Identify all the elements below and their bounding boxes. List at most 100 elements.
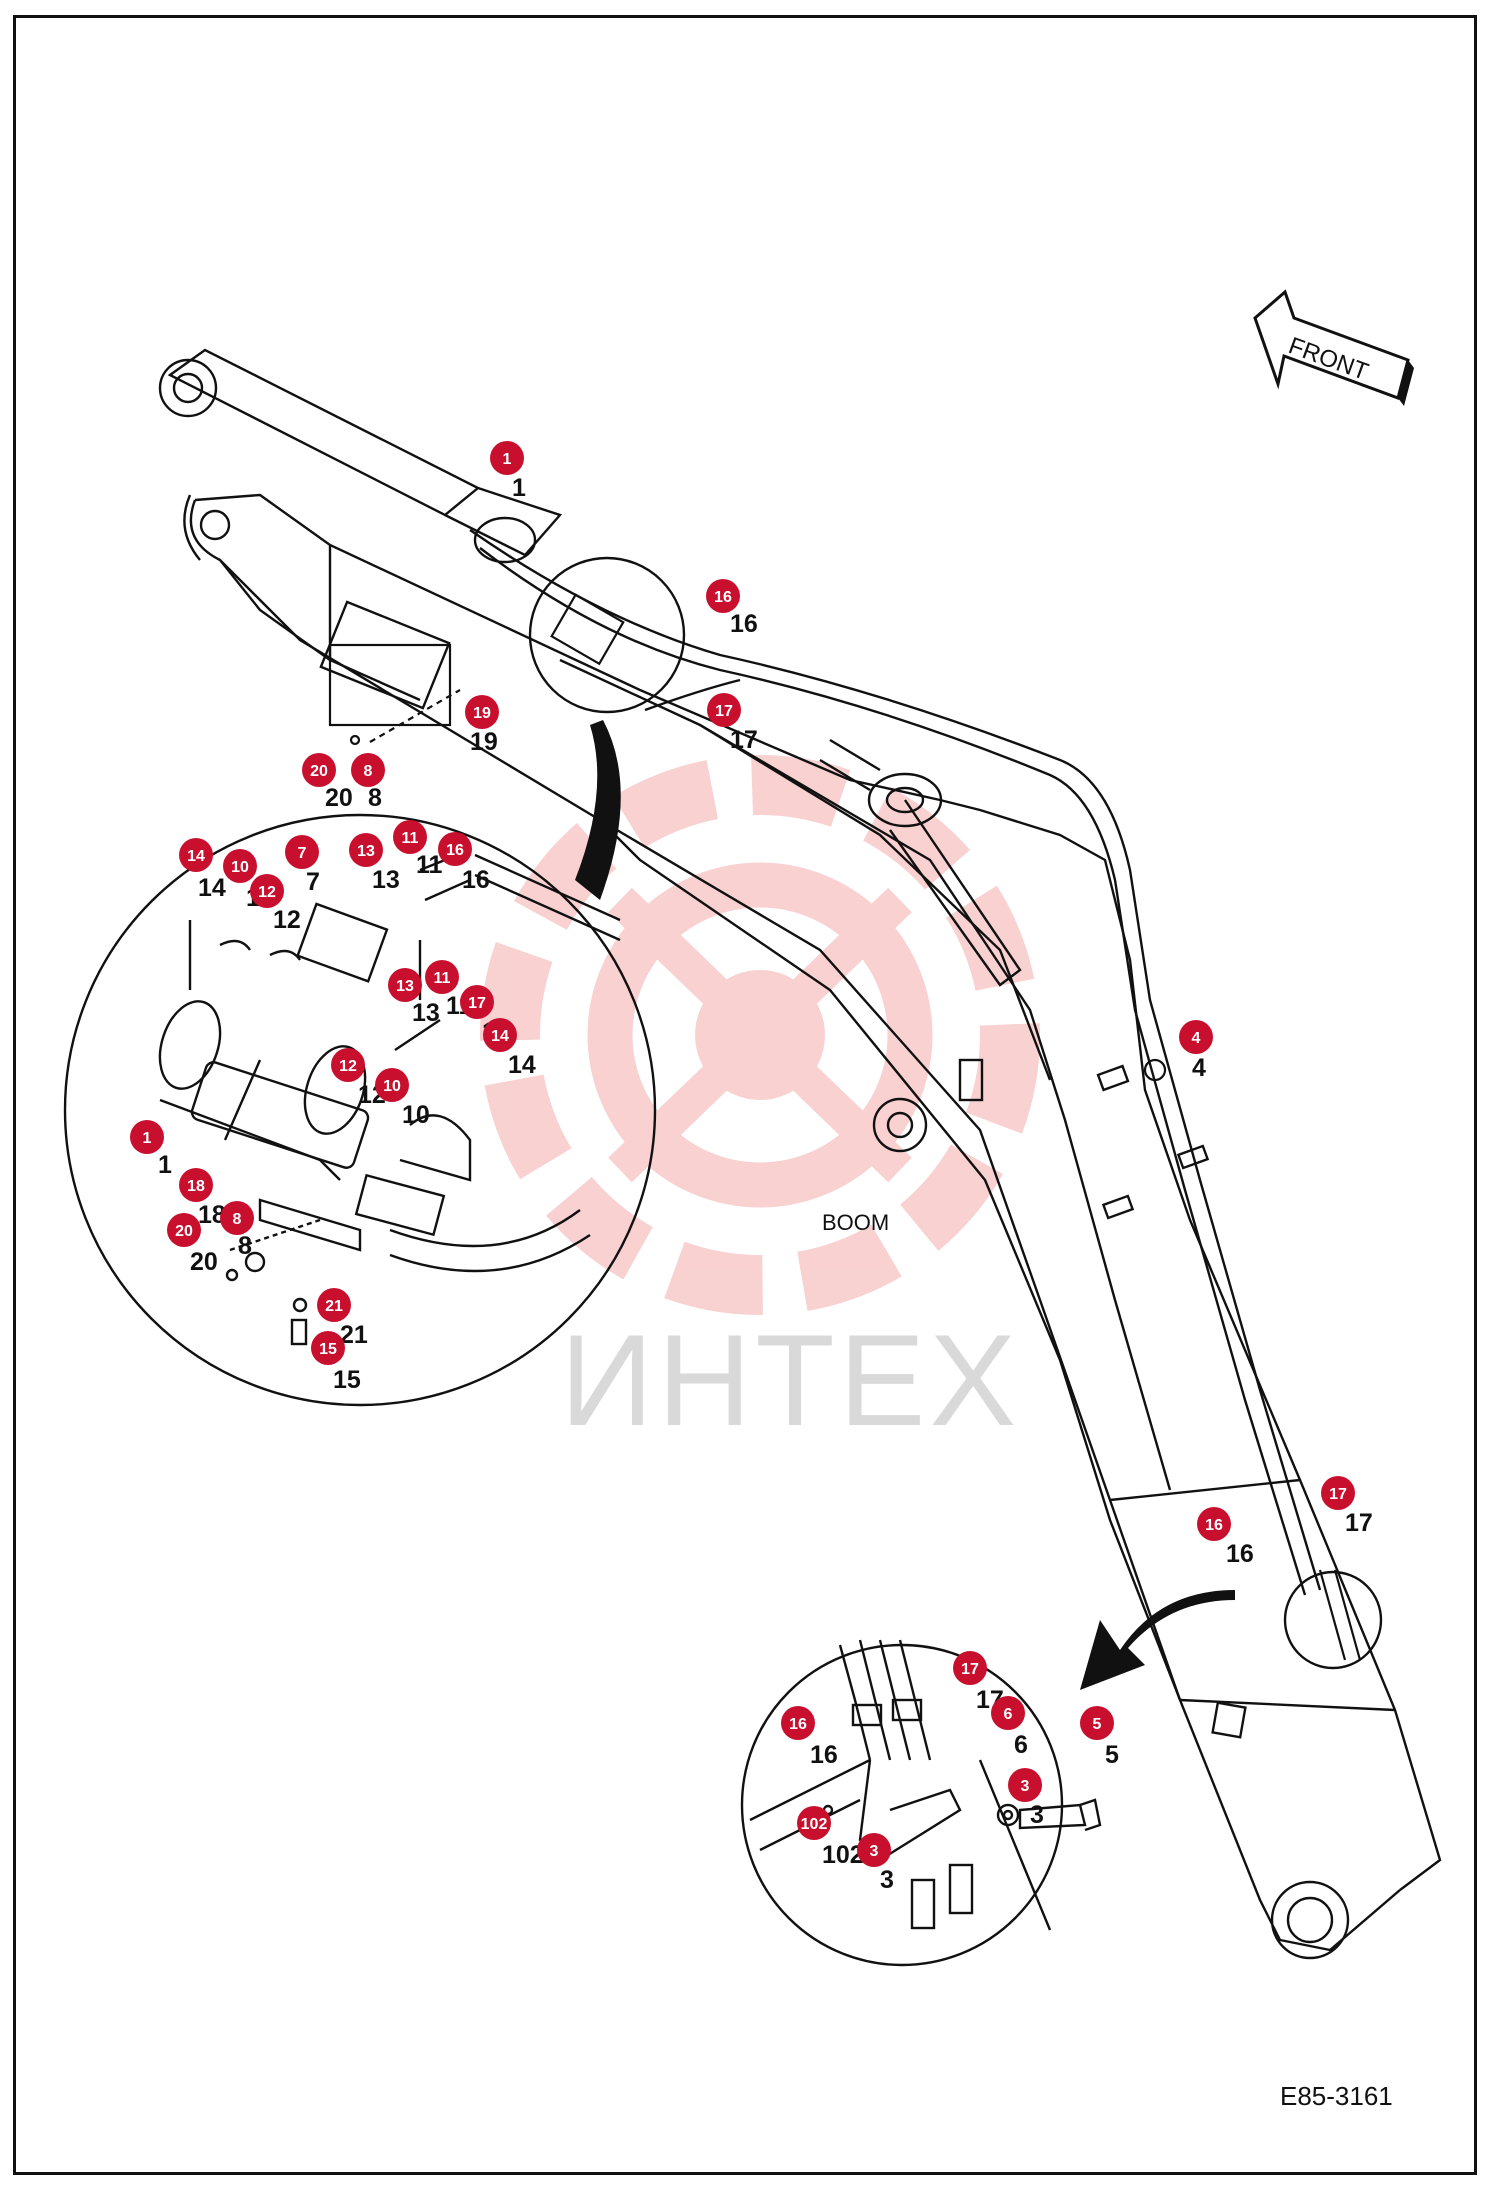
callout-badge-number: 12 xyxy=(339,1058,357,1075)
callout-label: 15 xyxy=(333,1366,361,1394)
callout-33: 33 xyxy=(1008,1768,1044,1829)
callout-badge-number: 12 xyxy=(258,884,276,901)
callout-label: 1 xyxy=(158,1151,172,1179)
callout-badge xyxy=(706,579,740,613)
callout-label: 5 xyxy=(1105,1741,1119,1769)
callout-badge xyxy=(465,695,499,729)
callout-badge xyxy=(179,838,213,872)
callout-25: 88 xyxy=(220,1201,254,1260)
callout-layer: 1116161717191920208844171716161414101012… xyxy=(130,441,1373,1894)
callout-badge xyxy=(349,833,383,867)
callout-6: 88 xyxy=(351,753,385,812)
watermark-text: ИНТЕХ xyxy=(560,1307,1020,1453)
callout-badge xyxy=(781,1706,815,1740)
detail-circle-left xyxy=(63,813,657,1407)
callout-badge-number: 7 xyxy=(298,845,307,862)
callout-badge-number: 8 xyxy=(364,763,373,780)
callout-23: 11 xyxy=(130,1120,172,1179)
callout-badge xyxy=(1197,1507,1231,1541)
callout-badge-number: 17 xyxy=(715,703,733,720)
callout-label: 20 xyxy=(190,1248,218,1276)
callout-badge xyxy=(1321,1476,1355,1510)
callout-badge-number: 17 xyxy=(961,1661,979,1678)
callout-badge-number: 17 xyxy=(1329,1486,1347,1503)
callout-1: 11 xyxy=(490,441,526,502)
callout-badge-number: 3 xyxy=(870,1843,879,1860)
callout-badge xyxy=(483,1018,517,1052)
callout-label: 3 xyxy=(880,1866,894,1894)
callout-badge-number: 1 xyxy=(503,451,512,468)
zoom-arrows xyxy=(575,720,1235,1690)
callout-badge-number: 11 xyxy=(434,970,451,987)
callout-badge xyxy=(375,1068,409,1102)
callout-7: 44 xyxy=(1179,1020,1213,1082)
front-arrow-icon: FRONT xyxy=(1253,289,1414,406)
callout-badge xyxy=(331,1048,365,1082)
callout-badge xyxy=(302,753,336,787)
callout-label: 3 xyxy=(1030,1801,1044,1829)
callout-badge-number: 16 xyxy=(789,1716,807,1733)
callout-badge xyxy=(707,693,741,727)
callout-badge xyxy=(425,960,459,994)
callout-badge xyxy=(285,835,319,869)
callout-badge xyxy=(179,1168,213,1202)
callout-badge-number: 5 xyxy=(1093,1716,1102,1733)
callout-badge-number: 18 xyxy=(187,1178,205,1195)
callout-badge-number: 10 xyxy=(383,1078,401,1095)
callout-badge-number: 15 xyxy=(319,1341,337,1358)
callout-label: 8 xyxy=(238,1232,252,1260)
callout-label: 16 xyxy=(462,866,490,894)
callout-badge xyxy=(460,985,494,1019)
callout-badge-number: 16 xyxy=(1205,1517,1223,1534)
callout-35: 33 xyxy=(857,1833,894,1894)
drawing-frame xyxy=(13,15,1477,2175)
drawing-number: E85-3161 xyxy=(1280,2081,1393,2111)
callout-label: 16 xyxy=(730,610,758,638)
callout-badge xyxy=(490,441,524,475)
callout-badge xyxy=(1179,1020,1213,1054)
callout-label: 8 xyxy=(368,784,382,812)
callout-badge xyxy=(991,1696,1025,1730)
callout-badge-number: 19 xyxy=(473,705,491,722)
callout-31: 66 xyxy=(991,1696,1028,1759)
callout-badge xyxy=(220,1201,254,1235)
callout-badge-number: 6 xyxy=(1004,1706,1013,1723)
callout-badge xyxy=(317,1288,351,1322)
callout-badge xyxy=(393,820,427,854)
callout-label: 4 xyxy=(1192,1054,1206,1082)
boom-label: BOOM xyxy=(822,1210,889,1235)
callout-label: 1 xyxy=(512,474,526,502)
callout-label: 14 xyxy=(508,1051,536,1079)
callout-label: 11 xyxy=(416,851,443,879)
callout-label: 12 xyxy=(273,906,301,934)
callout-badge xyxy=(167,1213,201,1247)
callout-label: 21 xyxy=(340,1321,368,1349)
callout-badge xyxy=(953,1651,987,1685)
callout-badge-number: 13 xyxy=(357,843,375,860)
callout-badge xyxy=(1008,1768,1042,1802)
callout-badge xyxy=(797,1806,831,1840)
callout-badge xyxy=(250,874,284,908)
callout-badge-number: 14 xyxy=(491,1028,509,1045)
callout-badge-number: 4 xyxy=(1192,1030,1201,1047)
callout-label: 13 xyxy=(412,999,440,1027)
callout-badge xyxy=(130,1120,164,1154)
callout-badge xyxy=(857,1833,891,1867)
callout-badge-number: 20 xyxy=(175,1223,193,1240)
callout-badge-number: 8 xyxy=(233,1211,242,1228)
